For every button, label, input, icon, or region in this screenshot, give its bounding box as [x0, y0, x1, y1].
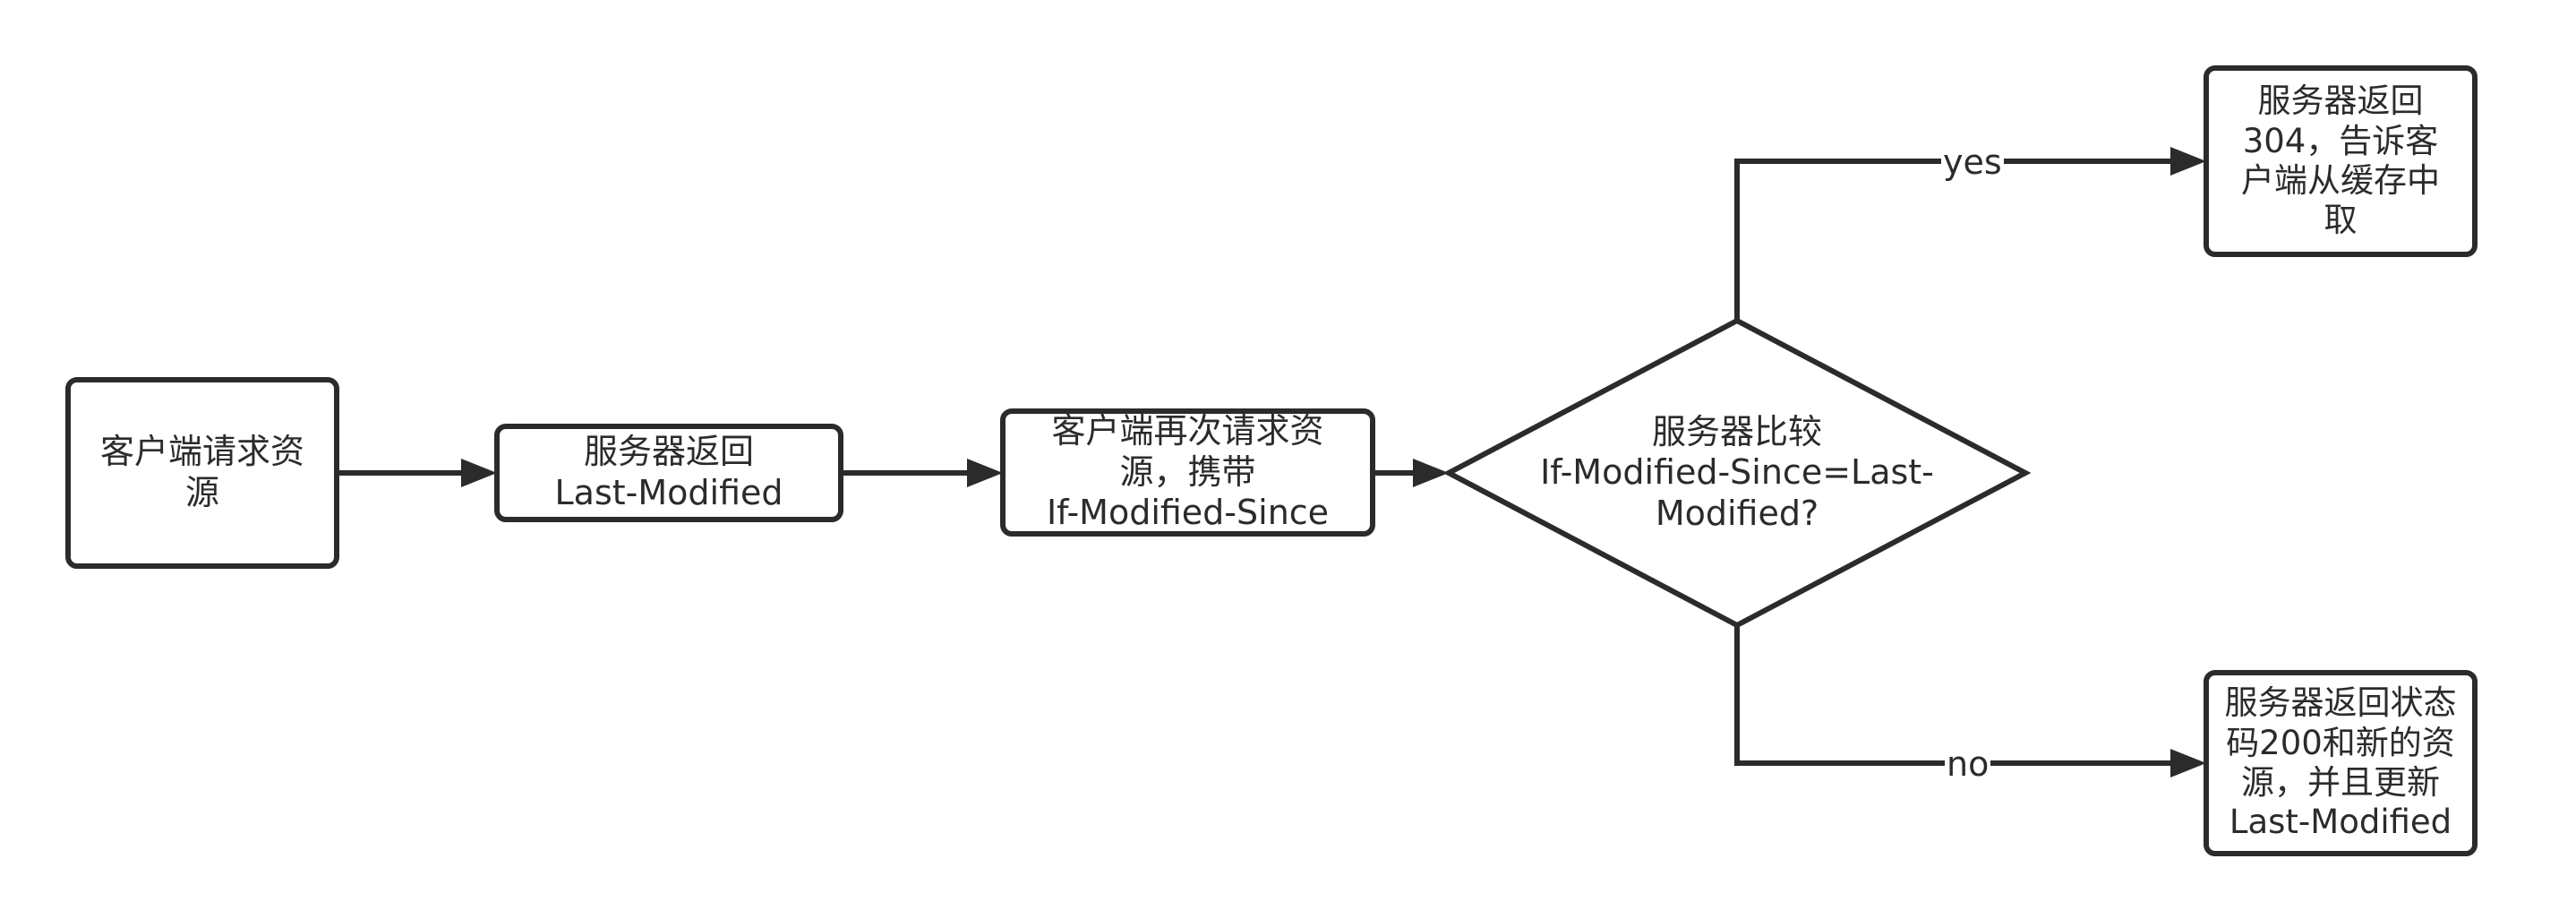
arrowhead-compare-no — [2170, 749, 2206, 777]
label-server-return: 服务器返回 Last-Modified — [554, 432, 783, 512]
edge-label-no: no — [1945, 744, 1991, 784]
edge-compare-yes — [1734, 159, 2175, 321]
label-client-rerequest: 客户端再次请求资 源，携带 If-Modified-Since — [1046, 411, 1330, 533]
arrowhead-compare-yes — [2170, 147, 2206, 176]
edge-label-yes: yes — [1941, 142, 2004, 182]
arrowhead-request-to-return — [461, 459, 497, 487]
label-server-compare: 服务器比较 If-Modified-Since=Last- Modified? — [1540, 411, 1934, 533]
arrowhead-return-to-rerequest — [967, 459, 1003, 487]
edge-compare-no — [1734, 625, 2175, 766]
label-return-304: 服务器返回 304，告诉客 户端从缓存中 取 — [2241, 82, 2440, 240]
arrowhead-rerequest-to-compare — [1413, 459, 1449, 487]
label-return-200: 服务器返回状态 码200和新的资 源，并且更新 Last-Modified — [2224, 683, 2457, 842]
label-client-request: 客户端请求资 源 — [99, 432, 304, 512]
